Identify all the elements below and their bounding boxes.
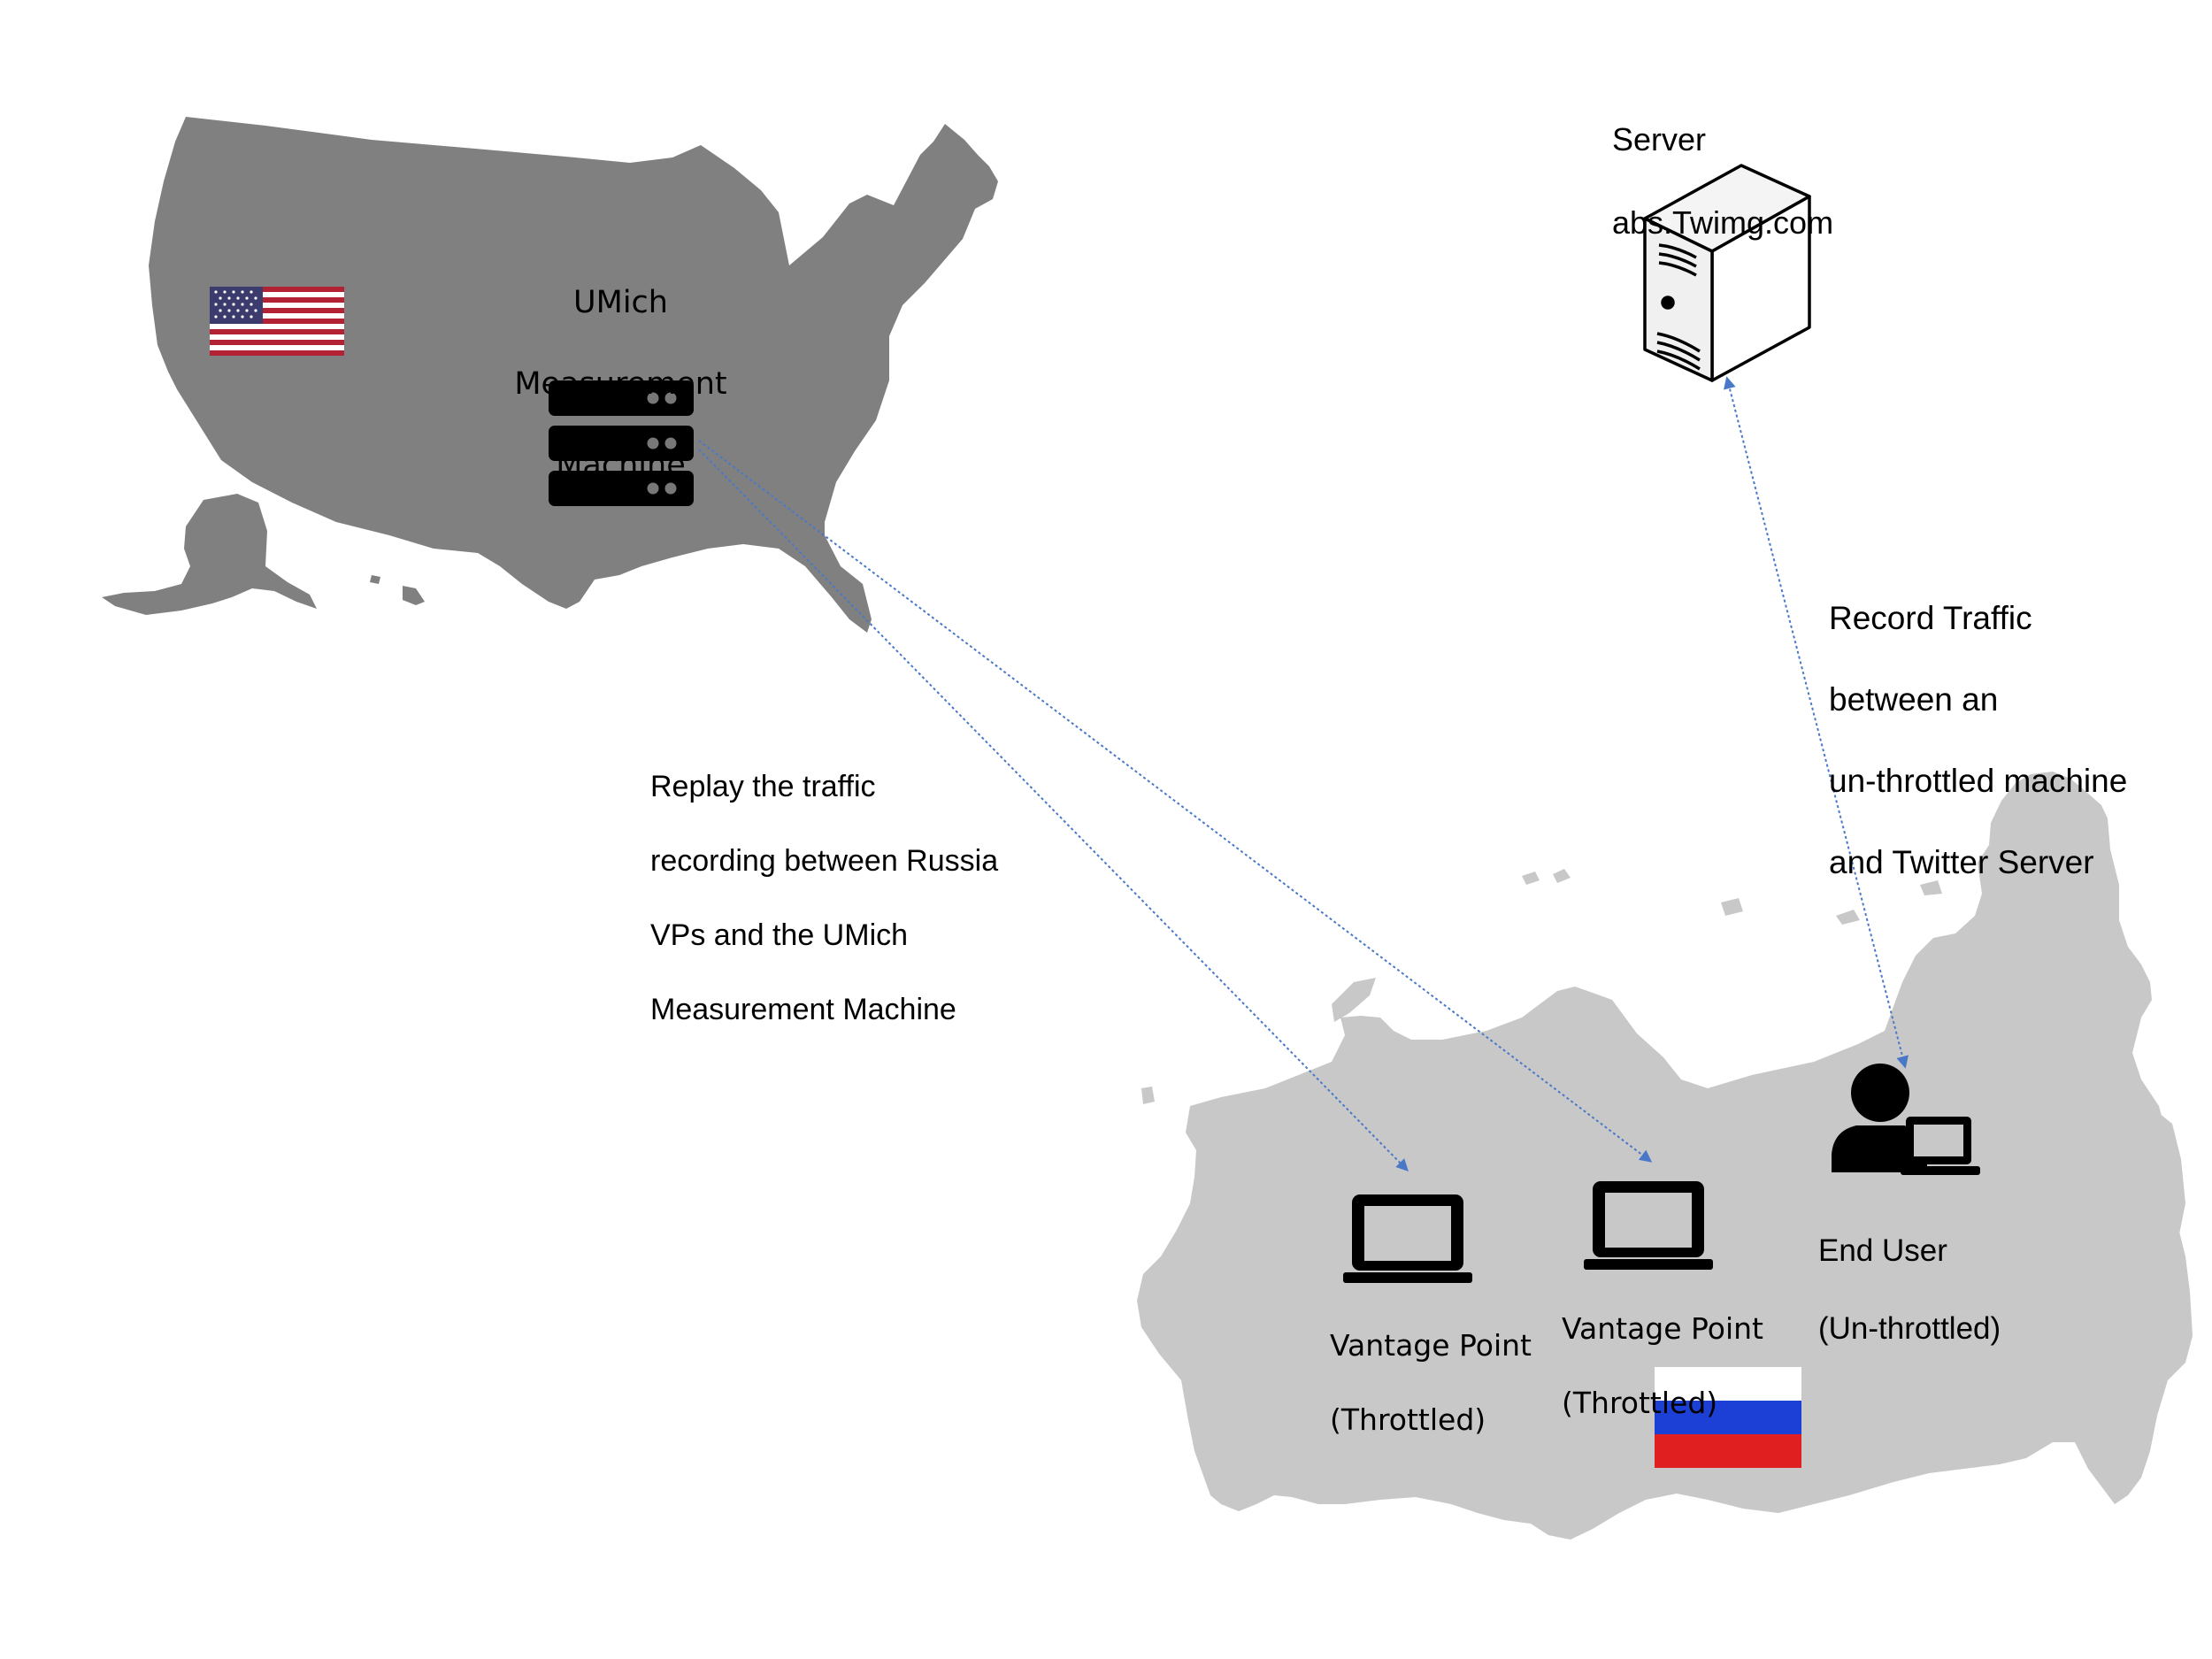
- record-annotation-line: and Twitter Server: [1829, 844, 2094, 880]
- usa-map: [149, 117, 998, 633]
- alaska-map: [102, 494, 317, 615]
- record-arrow-server-end-user: [1724, 376, 1909, 1069]
- tower-server-icon: [1643, 164, 1811, 382]
- record-annotation-line: between an: [1829, 681, 1999, 718]
- vantage-point-label-2: Vantage Point (Throttled): [1562, 1273, 1763, 1459]
- usa-flag-icon: [210, 287, 344, 356]
- server-label-line: Server: [1612, 121, 1707, 157]
- vantage-label-line: (Throttled): [1330, 1402, 1486, 1437]
- laptop-icon: [1343, 1194, 1472, 1283]
- umich-label-line: Measurement: [514, 366, 727, 402]
- umich-label-line: UMich: [573, 285, 668, 320]
- server-label: Server abs.Twimg.com: [1612, 77, 1833, 285]
- russia-flag-icon: [1655, 1367, 1801, 1468]
- replay-annotation-line: recording between Russia: [650, 844, 999, 878]
- record-annotation-line: un-throttled machine: [1829, 763, 2128, 799]
- laptop-icon: [1584, 1181, 1713, 1270]
- replay-arrow-vantage-1: [698, 449, 1409, 1171]
- rack-server-icon: [549, 380, 694, 506]
- umich-label: UMich Measurement Machine: [495, 242, 746, 526]
- end-user-label: End User (Un-throttled): [1818, 1193, 2001, 1387]
- umich-label-line: Machine: [556, 448, 686, 483]
- record-annotation-line: Record Traffic: [1829, 600, 2032, 636]
- hawaii-map: [370, 575, 425, 605]
- vantage-label-line: Vantage Point: [1330, 1328, 1532, 1363]
- end-user-label-line: End User: [1818, 1233, 1947, 1268]
- russia-map: [1137, 772, 2193, 1540]
- record-annotation: Record Traffic between an un-throttled m…: [1829, 557, 2127, 924]
- server-label-line: abs.Twimg.com: [1612, 204, 1834, 241]
- replay-annotation: Replay the traffic recording between Rus…: [650, 731, 998, 1065]
- user-with-laptop-icon: [1832, 1064, 1980, 1175]
- connection-lines: [698, 376, 1909, 1171]
- replay-arrow-vantage-2: [698, 440, 1653, 1163]
- vantage-label-line: Vantage Point: [1562, 1311, 1763, 1346]
- vantage-point-label-1: Vantage Point (Throttled): [1330, 1290, 1532, 1476]
- replay-annotation-line: Replay the traffic: [650, 770, 876, 803]
- replay-annotation-line: VPs and the UMich: [650, 918, 909, 952]
- vantage-label-line: (Throttled): [1562, 1386, 1718, 1420]
- replay-annotation-line: Measurement Machine: [650, 993, 956, 1026]
- novaya-zemlya-map: [1332, 978, 1376, 1022]
- end-user-label-line: (Un-throttled): [1818, 1311, 2001, 1346]
- kamchatka-map: [2150, 1106, 2185, 1239]
